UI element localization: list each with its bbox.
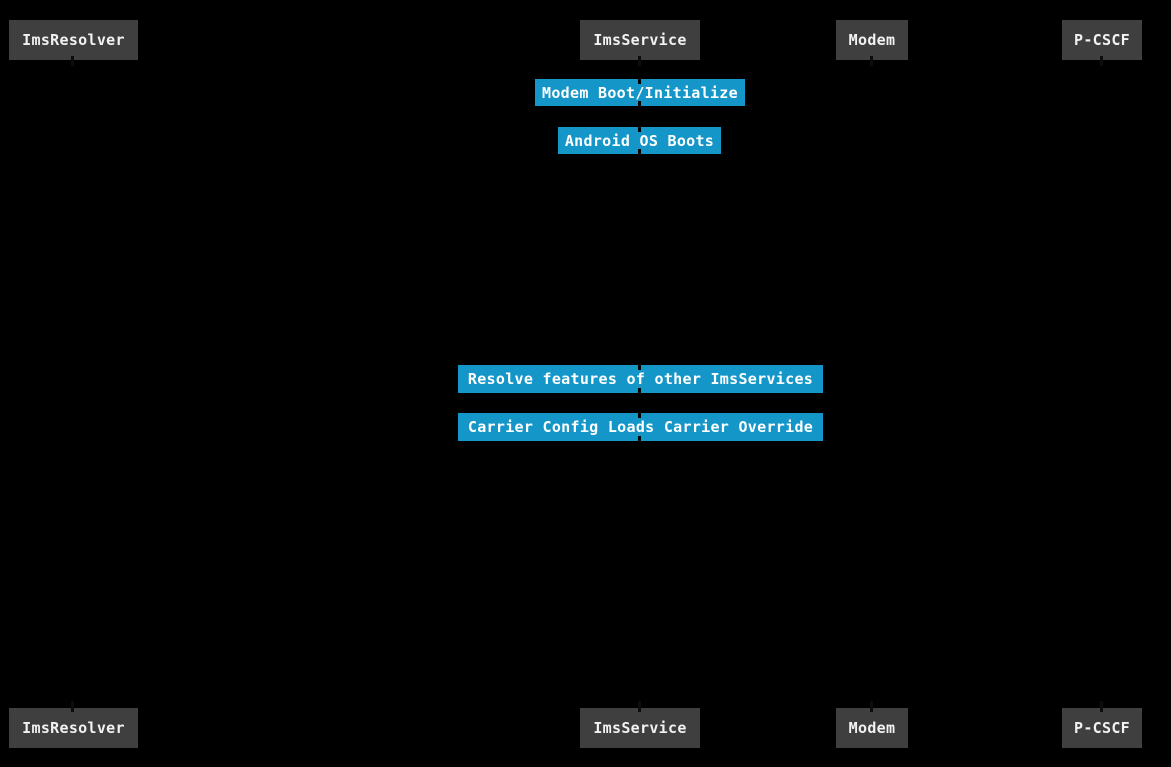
participant-label: Modem (848, 719, 896, 737)
participant-label: ImsResolver (22, 31, 125, 49)
lifeline-stub-modem-top (870, 56, 873, 66)
lifeline-dash (638, 436, 641, 443)
lifeline-dash (638, 388, 641, 395)
lifeline-stub-imsservice-top (638, 56, 641, 66)
lifeline-stub-modem-bottom (870, 701, 873, 712)
lifeline-dash (638, 149, 641, 156)
participant-label: ImsResolver (22, 719, 125, 737)
note-label: Modem Boot/Initialize (542, 83, 738, 102)
lifeline-stub-pcscf-bottom (1100, 701, 1103, 712)
participant-imsservice-bottom: ImsService (580, 708, 700, 748)
note-resolve-features: Resolve features of other ImsServices (458, 365, 823, 393)
participant-label: ImsService (593, 31, 687, 49)
participant-pcscf-top: P-CSCF (1062, 20, 1142, 60)
participant-modem-bottom: Modem (836, 708, 908, 748)
participant-label: P-CSCF (1074, 719, 1130, 737)
lifeline-dash (638, 101, 641, 108)
lifeline-dash (638, 125, 641, 132)
participant-imsservice-top: ImsService (580, 20, 700, 60)
lifeline-stub-imsservice-bottom (638, 701, 641, 712)
participant-label: P-CSCF (1074, 31, 1130, 49)
participant-pcscf-bottom: P-CSCF (1062, 708, 1142, 748)
note-label: Resolve features of other ImsServices (467, 370, 814, 388)
lifeline-dash (638, 363, 641, 370)
lifeline-dash (638, 77, 641, 84)
participant-label: Modem (848, 31, 896, 49)
participant-imsresolver-top: ImsResolver (9, 20, 138, 60)
participant-imsresolver-bottom: ImsResolver (9, 708, 138, 748)
lifeline-dash (638, 411, 641, 418)
lifeline-stub-imsresolver-top (71, 56, 74, 66)
lifeline-stub-imsresolver-bottom (71, 701, 74, 712)
lifeline-stub-pcscf-top (1100, 56, 1103, 66)
participant-modem-top: Modem (836, 20, 908, 60)
note-label: Android OS Boots (564, 131, 715, 150)
note-label: Carrier Config Loads Carrier Override (467, 418, 814, 436)
participant-label: ImsService (593, 719, 687, 737)
